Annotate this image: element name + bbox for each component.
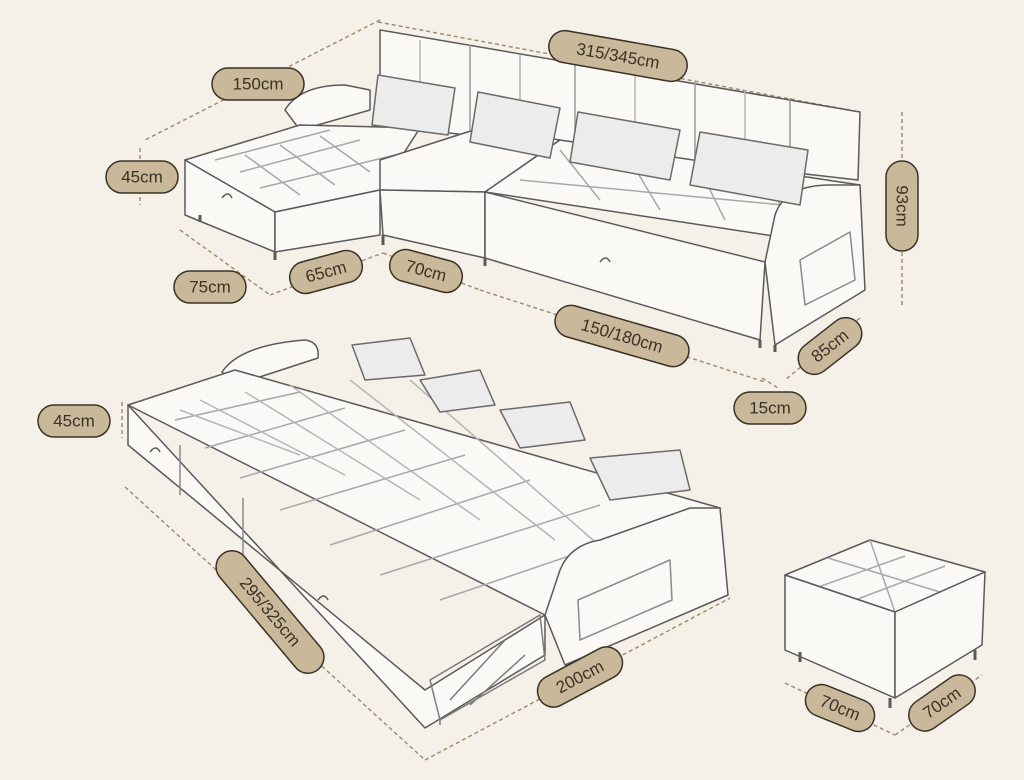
ottoman-sketch <box>784 539 986 708</box>
dimension-label-seat-depth-2: 70cm <box>388 248 464 294</box>
label-pill-background <box>288 249 364 295</box>
label-pill-background <box>211 67 305 101</box>
label-pill-background <box>105 160 179 194</box>
label-pill-background <box>37 404 111 438</box>
label-text: 150cm <box>232 74 283 93</box>
dimension-label-leg-height: 15cm <box>733 391 807 425</box>
label-pill-background <box>885 160 919 252</box>
dimension-label-chaise-length: 150cm <box>211 67 305 101</box>
label-pill-background <box>388 248 464 294</box>
label-text: 15cm <box>749 398 791 417</box>
dimension-label-back-height: 93cm <box>885 160 919 252</box>
label-pill-background <box>804 683 876 733</box>
label-text: 75cm <box>189 277 231 296</box>
dimension-label-bed-height: 45cm <box>37 404 111 438</box>
label-pill-background <box>733 391 807 425</box>
label-text: 45cm <box>53 411 95 430</box>
label-pill-background <box>215 550 325 674</box>
label-pill-background <box>797 316 863 376</box>
dimension-label-overall-length: 315/345cm <box>548 29 688 83</box>
dimension-label-seat-height: 45cm <box>105 160 179 194</box>
dimension-label-bed-width: 200cm <box>536 646 624 708</box>
dimension-label-chaise-width: 75cm <box>173 270 247 304</box>
label-text: 45cm <box>121 167 163 186</box>
dimension-label-ottoman-length: 70cm <box>804 683 876 733</box>
label-text: 93cm <box>893 185 912 227</box>
label-pill-background <box>173 270 247 304</box>
sectional-sofa-sketch <box>184 29 866 352</box>
dimension-label-seat-depth-1: 65cm <box>288 249 364 295</box>
label-pill-background <box>536 646 624 708</box>
label-pill-background <box>908 674 976 732</box>
dimension-label-bed-length: 295/325cm <box>215 550 325 674</box>
sofa-bed-sketch <box>127 337 729 729</box>
label-pill-background <box>554 304 690 368</box>
label-pill-background <box>548 29 688 83</box>
